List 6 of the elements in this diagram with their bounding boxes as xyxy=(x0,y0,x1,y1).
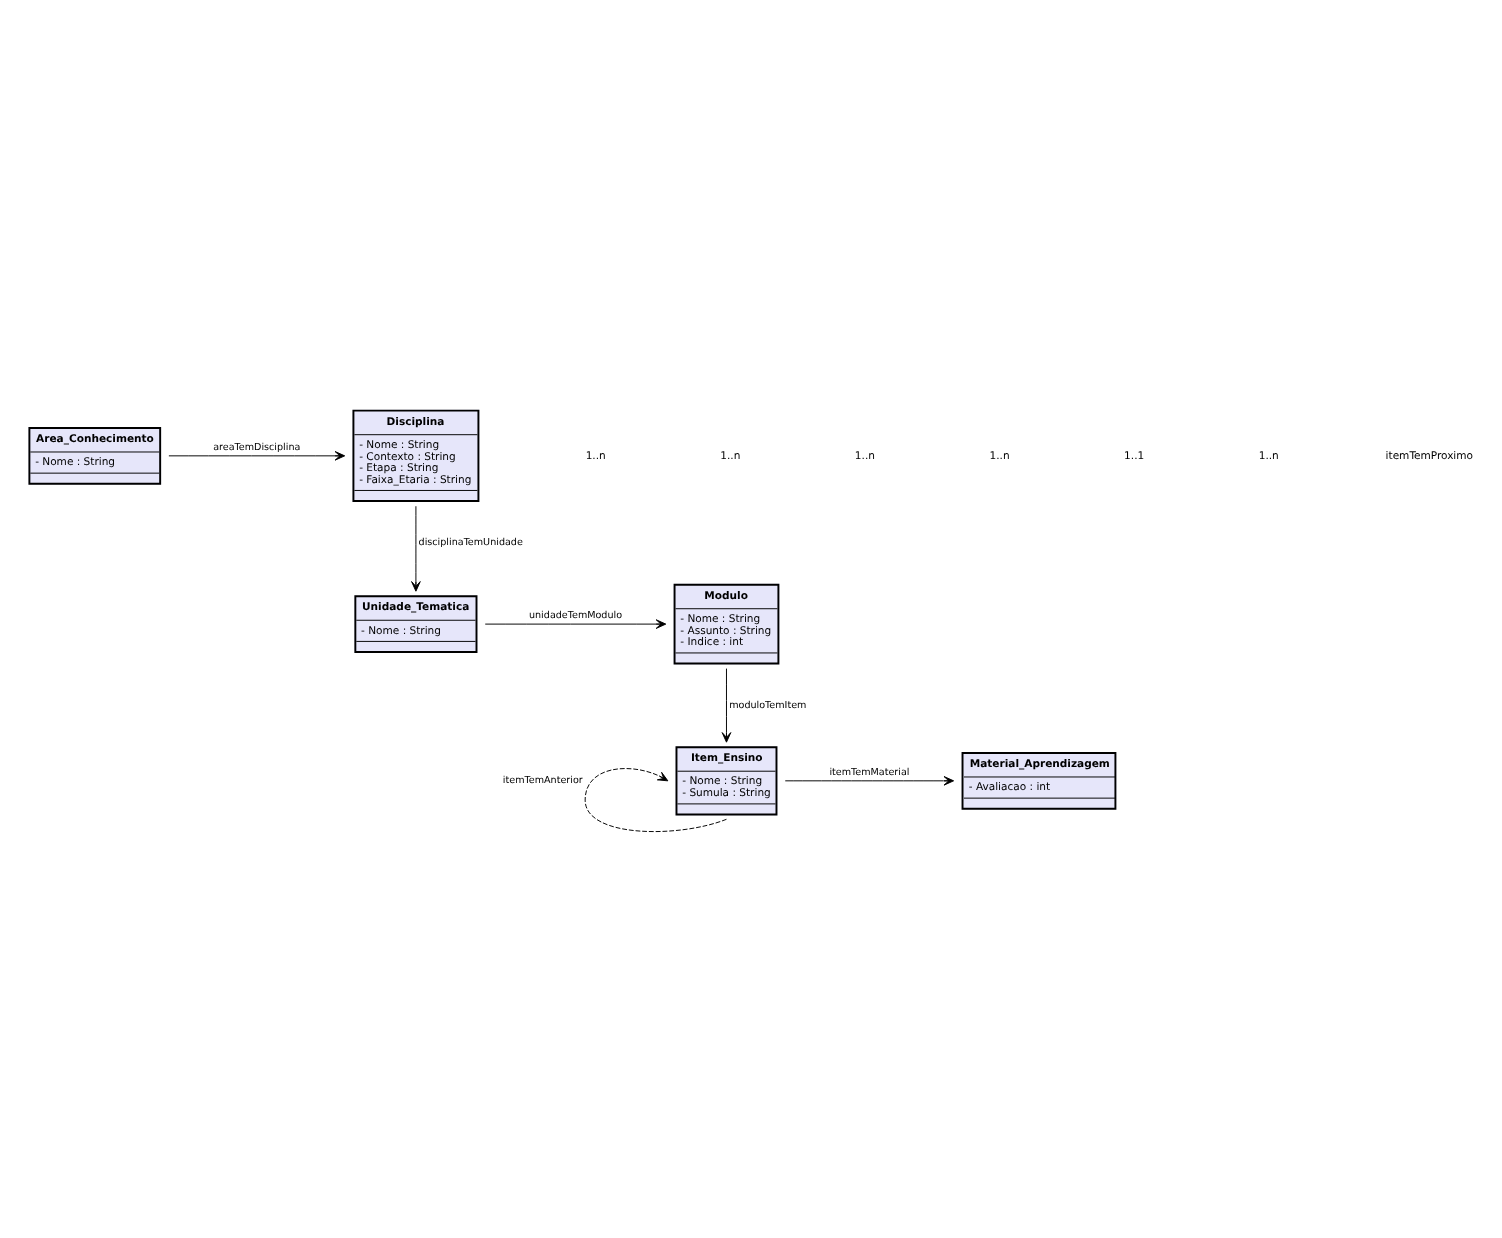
arrow xyxy=(784,776,955,786)
arrow xyxy=(168,451,346,461)
arrow xyxy=(584,768,727,833)
arrow xyxy=(721,668,732,743)
arrow xyxy=(411,505,421,592)
arrow xyxy=(484,619,667,629)
